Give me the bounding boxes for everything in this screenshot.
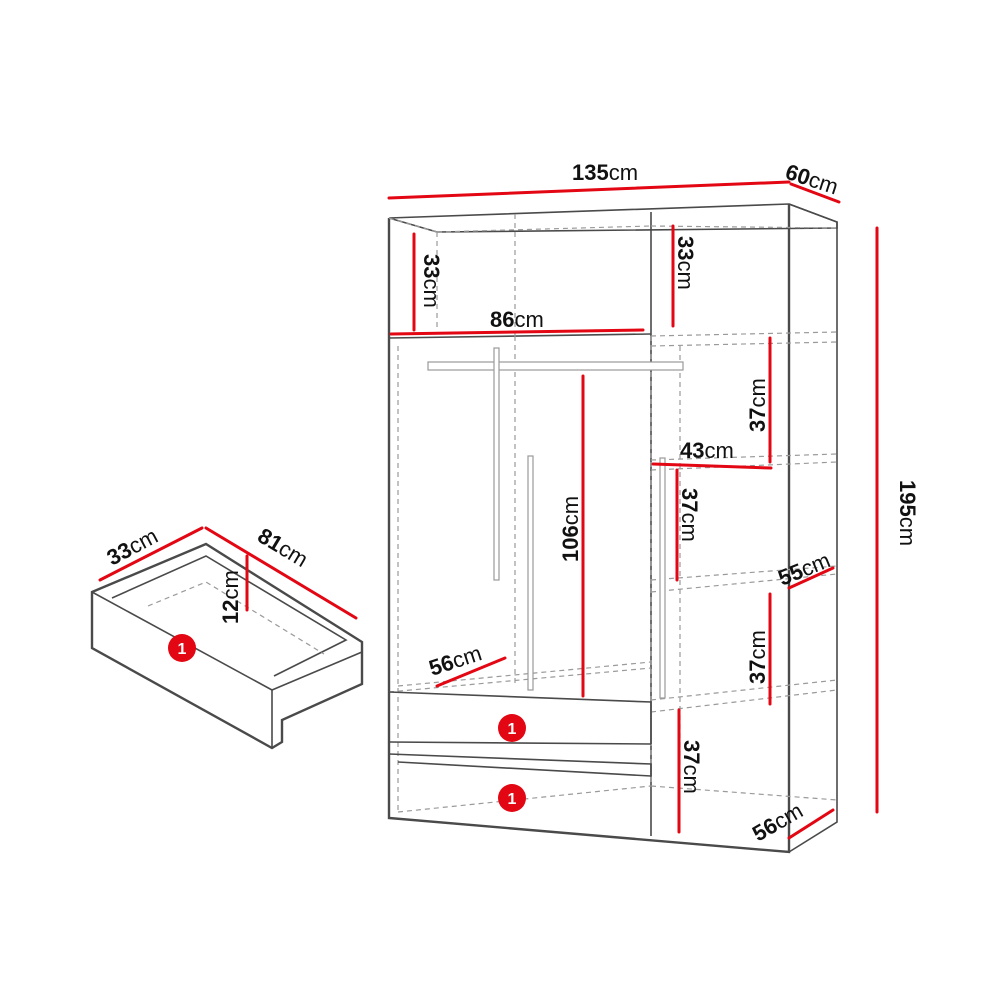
svg-text:1: 1: [508, 791, 517, 808]
wardrobe-outline: [387, 203, 838, 854]
wardrobe-front-frame: [387, 204, 791, 854]
label-shelf-depth: 55cm: [775, 547, 834, 590]
door-handles: [493, 347, 666, 699]
label-shelf-1: 37cm: [745, 378, 770, 432]
dim-depth-line: [789, 182, 841, 204]
drawer-detail-badge: 1: [168, 634, 196, 662]
dim-width-line: [387, 180, 791, 200]
label-drawer-height: 12cm: [218, 570, 243, 624]
dimension-lines: [387, 180, 879, 840]
dim-drawer-depth-line: [98, 526, 204, 582]
dim-drawer-width-line: [204, 526, 358, 620]
dim-shelf-depth-line: [787, 566, 835, 590]
label-hanging-height: 106cm: [558, 496, 583, 562]
label-depth: 60cm: [782, 159, 841, 199]
dim-bottom-depth-line: [787, 808, 835, 840]
left-top-shelf: [388, 333, 652, 339]
wardrobe-interior: [388, 214, 838, 813]
svg-text:1: 1: [508, 721, 517, 738]
wardrobe-drawers: [388, 691, 652, 777]
drawer-lower-top: [388, 753, 652, 776]
drawer-upper-top: [388, 691, 652, 744]
drawer-detail: 33cm 81cm 12cm 1: [90, 523, 364, 750]
label-shelf-2: 37cm: [677, 488, 702, 542]
label-shelf-3: 37cm: [745, 630, 770, 684]
label-shelf-4: 37cm: [679, 740, 704, 794]
label-width: 135cm: [572, 160, 638, 185]
dim-shelf-width-line: [651, 462, 773, 470]
dim-hanging-depth-line: [435, 656, 507, 688]
svg-text:1: 1: [178, 641, 187, 658]
drawer-lower-inner: [397, 761, 652, 777]
label-hanging-depth: 56cm: [426, 640, 485, 680]
label-hanging-width: 86cm: [490, 307, 544, 332]
dimension-labels: 135cm 60cm 195cm 33cm 86cm 33cm 106cm 56…: [419, 159, 920, 846]
wardrobe-right-side: [788, 203, 838, 853]
label-bottom-depth: 56cm: [748, 798, 807, 847]
drawer-inner-floor: [147, 581, 325, 655]
drawer-inner-rim: [111, 555, 348, 677]
label-height: 195cm: [895, 480, 920, 546]
label-top-right: 33cm: [673, 236, 698, 290]
label-shelf-width: 43cm: [680, 438, 734, 463]
label-drawer-width: 81cm: [253, 523, 312, 572]
wardrobe-plinth: [388, 817, 790, 853]
dim-hanging-width-line: [389, 328, 645, 336]
hanging-rail: [427, 361, 684, 371]
drawer-badge-lower: 1: [498, 784, 526, 812]
door-handle-right: [659, 457, 666, 699]
drawer-right-top: [271, 651, 363, 691]
label-top-left: 33cm: [419, 254, 444, 308]
drawer-body: [90, 542, 364, 750]
drawer-badge-upper: 1: [498, 714, 526, 742]
door-handle-left: [493, 347, 500, 581]
door-handle-center: [527, 455, 534, 691]
drawer-upper-bottom: [388, 741, 652, 745]
